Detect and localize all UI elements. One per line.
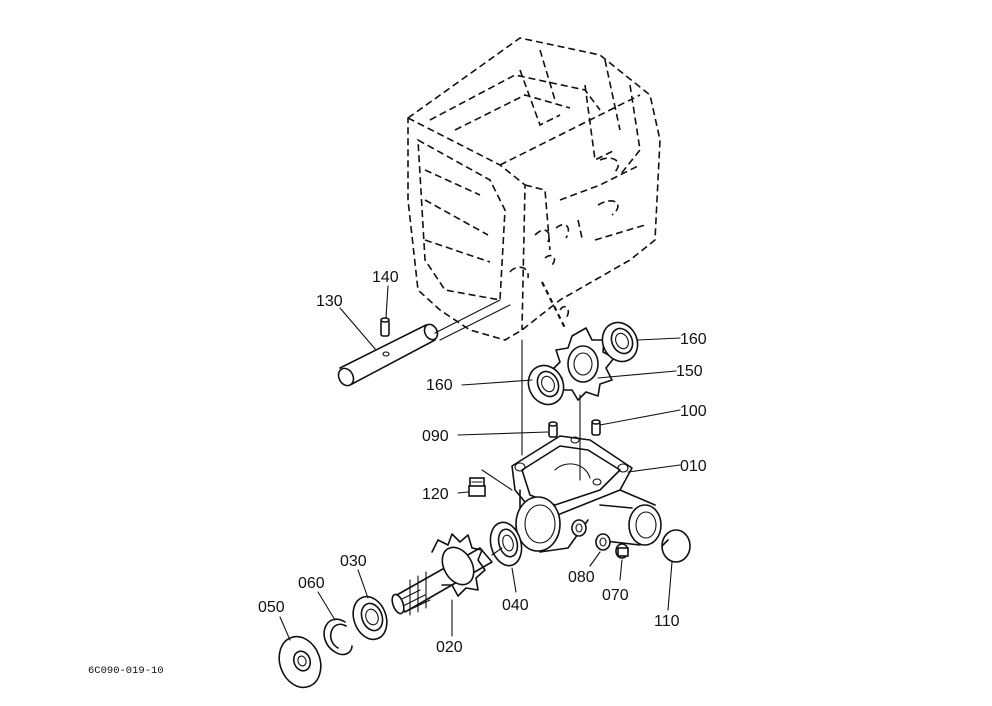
- washer-050: [278, 635, 322, 689]
- part-labels: 140 130 160 160 150 090 100 010 120 040 …: [88, 269, 707, 677]
- bearing-160-upper: [601, 321, 639, 363]
- label-010: 010: [680, 458, 707, 475]
- bolt-120: [468, 469, 513, 497]
- transmission-case: [407, 37, 661, 341]
- pinion-shaft-020: [391, 533, 503, 616]
- label-140: 140: [372, 269, 399, 286]
- drawing-code: 6C090-019-10: [88, 665, 164, 677]
- label-110: 110: [654, 613, 680, 630]
- label-090: 090: [422, 428, 449, 445]
- seal-080: [595, 533, 611, 551]
- label-020: 020: [436, 639, 463, 656]
- label-080: 080: [568, 569, 595, 586]
- label-030: 030: [340, 553, 367, 570]
- label-160-upper: 160: [680, 331, 707, 348]
- gear-150: [541, 281, 615, 401]
- housing-010: [511, 435, 662, 553]
- label-040: 040: [502, 597, 529, 614]
- label-120: 120: [422, 486, 449, 503]
- snap-ring-060: [323, 618, 353, 656]
- label-070: 070: [602, 587, 629, 604]
- label-050: 050: [258, 599, 285, 616]
- bearing-040: [489, 521, 523, 567]
- label-160-lower: 160: [426, 377, 453, 394]
- label-060: 060: [298, 575, 325, 592]
- dowel-pin-090: [548, 421, 558, 438]
- bearing-160-lower: [527, 364, 565, 406]
- bearing-030: [352, 595, 388, 641]
- label-150: 150: [676, 363, 703, 380]
- plug-070: [615, 543, 629, 559]
- shaft-130: [337, 299, 511, 387]
- cap-110: [661, 529, 691, 563]
- leader-lines: [279, 285, 681, 641]
- label-100: 100: [680, 403, 707, 420]
- dowel-pin-100: [591, 419, 601, 436]
- label-130: 130: [316, 293, 343, 310]
- pin-140: [380, 317, 390, 337]
